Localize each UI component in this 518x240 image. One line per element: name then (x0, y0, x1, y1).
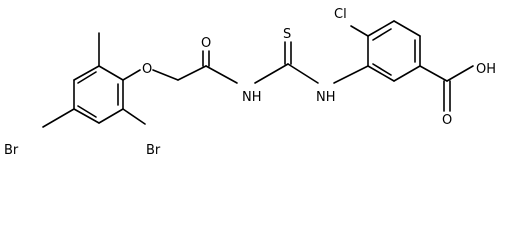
atom-amide-o: O (201, 36, 211, 51)
atom-acid-o: O (442, 113, 452, 128)
nh-aryl-bond (333, 65, 369, 84)
co-nh-bond (205, 65, 238, 84)
atom-ether-o: O (142, 62, 152, 77)
atom-thio-s: S (283, 27, 291, 42)
o-ch2-bond (152, 69, 179, 81)
aryl-cooh-bond (419, 65, 448, 82)
c-oh-bond (446, 65, 474, 82)
cs-nh-bond (287, 63, 319, 84)
br-right-bond (122, 108, 146, 125)
atom-thio-nh: NH (316, 90, 336, 105)
atom-br-left: Br (4, 143, 19, 158)
atom-acid-oh: OH (476, 62, 496, 77)
atom-amide-nh: NH (242, 90, 262, 105)
cl-bond (350, 25, 369, 37)
chlorobenzoic-ring (367, 20, 421, 82)
atom-cl: Cl (334, 7, 347, 22)
chemical-structure: Br Br O O NH S NH Cl OH O (4, 7, 496, 158)
ch2-co-bond (177, 65, 207, 81)
nh-cs-bond (254, 63, 289, 84)
br-left-bond (42, 108, 75, 128)
dibromo-methyl-phenyl-ring (73, 65, 124, 124)
aryl-o-bond (122, 69, 141, 81)
atom-br-right: Br (146, 143, 161, 158)
